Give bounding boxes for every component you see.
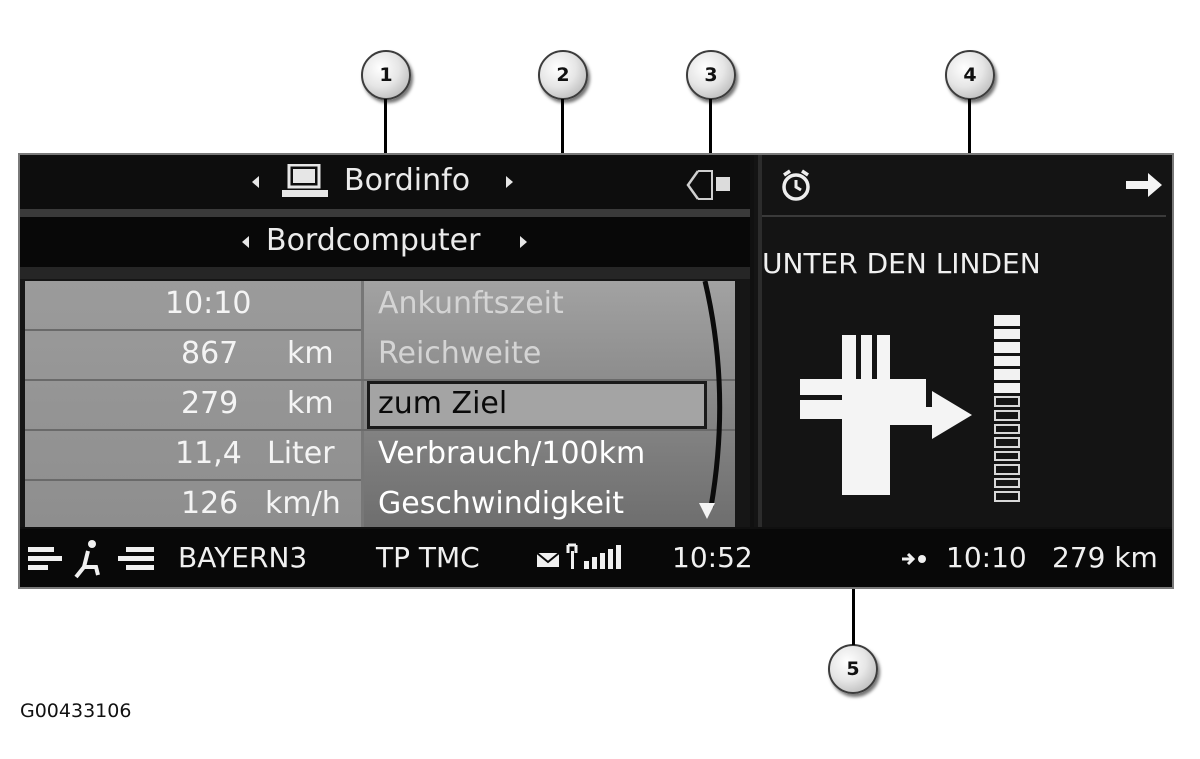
item-value: 126: [181, 486, 239, 521]
callout-number: 3: [704, 64, 718, 86]
display-screen: Bordinfo Bordcomputer: [18, 153, 1174, 589]
distance-bar-segment: [994, 491, 1020, 502]
callout-number: 4: [963, 64, 977, 86]
pane-separator: [758, 155, 762, 527]
item-value: 11,4: [175, 436, 242, 471]
distance-bar-segment: [994, 423, 1020, 435]
clock: 10:52: [672, 541, 753, 574]
figure-code: G00433106: [20, 700, 132, 722]
item-unit: km/h: [265, 486, 341, 521]
leader-3: [709, 99, 712, 165]
item-value: 10:10: [165, 286, 252, 321]
item-value: 867: [181, 336, 239, 371]
menu-lines-icon: [118, 547, 154, 570]
row-divider: [25, 429, 735, 431]
distance-bar-segment: [994, 464, 1020, 475]
destination-icon: [902, 552, 926, 566]
distance-remaining: 279 km: [1052, 541, 1158, 574]
status-bar: BAYERN3 TP TMC 10:52 10:10 279 km: [20, 529, 1172, 587]
distance-bar-segment: [994, 315, 1020, 326]
item-label: Reichweite: [378, 336, 542, 371]
split-screen-icon[interactable]: [686, 169, 734, 201]
callout-3: 3: [686, 50, 736, 100]
radio-station: BAYERN3: [178, 541, 308, 574]
selection-highlight: [367, 381, 707, 429]
menu-title: Bordinfo: [344, 163, 471, 198]
callout-number: 1: [379, 64, 393, 86]
row-divider: [25, 379, 735, 381]
prev-arrow-icon[interactable]: [242, 236, 249, 248]
right-arrow-icon: [1126, 173, 1162, 197]
item-label: zum Ziel: [378, 386, 508, 421]
turn-right-icon: [800, 335, 972, 495]
distance-bar-segment: [994, 369, 1020, 380]
next-arrow-icon[interactable]: [506, 176, 513, 188]
seat-icon: [74, 540, 100, 579]
leader-1: [384, 99, 387, 172]
row-divider: [25, 329, 361, 331]
leader-5: [852, 566, 855, 645]
computer-icon: [282, 164, 328, 197]
callout-1: 1: [361, 50, 411, 100]
item-label: Geschwindigkeit: [378, 486, 625, 521]
scroll-down-icon[interactable]: [699, 503, 715, 519]
next-arrow-icon[interactable]: [520, 236, 527, 248]
callout-5: 5: [828, 644, 878, 694]
submenu-header[interactable]: Bordcomputer: [20, 217, 750, 267]
callout-4: 4: [945, 50, 995, 100]
arrival-time: 10:10: [946, 541, 1027, 574]
prev-arrow-icon[interactable]: [252, 176, 259, 188]
callout-number: 2: [556, 64, 570, 86]
distance-bar-segment: [994, 396, 1020, 407]
distance-bar-segment: [994, 410, 1020, 421]
distance-bar-segment: [994, 342, 1020, 353]
item-unit: Liter: [267, 436, 335, 471]
main-menu-header[interactable]: Bordinfo: [20, 155, 750, 209]
value-column: [25, 281, 361, 527]
item-unit: km: [287, 336, 334, 371]
item-label: Ankunftszeit: [378, 286, 564, 321]
distance-bar-segment: [994, 477, 1020, 489]
callout-number: 5: [846, 658, 860, 680]
traffic-info: TP TMC: [376, 541, 480, 574]
submenu-divider: [20, 267, 750, 279]
distance-bar-segment: [994, 437, 1020, 448]
assist-window: UNTER DEN LINDEN: [754, 155, 1172, 527]
scrollbar[interactable]: [685, 281, 735, 527]
item-label: Verbrauch/100km: [378, 436, 646, 471]
header-divider: [20, 209, 750, 217]
street-name: UNTER DEN LINDEN: [762, 247, 1041, 280]
distance-bar-segment: [994, 328, 1020, 340]
distance-bar-segment: [994, 450, 1020, 462]
submenu-title: Bordcomputer: [266, 223, 481, 258]
distance-bar-segment: [994, 355, 1020, 367]
distance-bar: [994, 315, 1024, 505]
row-divider: [25, 479, 361, 481]
item-unit: km: [287, 386, 334, 421]
message-icon: [536, 552, 560, 567]
assist-divider: [762, 215, 1166, 217]
signal-strength-icon: [566, 543, 621, 569]
left-pane: Bordinfo Bordcomputer: [20, 155, 750, 527]
trip-computer-list: 10:10 Ankunftszeit 867 km Reichweite 279…: [25, 281, 735, 527]
item-value: 279: [181, 386, 239, 421]
leader-4: [968, 99, 971, 173]
distance-bar-segment: [994, 382, 1020, 394]
callout-2: 2: [538, 50, 588, 100]
alarm-clock-icon: [782, 169, 810, 201]
audio-icon: [28, 547, 62, 570]
